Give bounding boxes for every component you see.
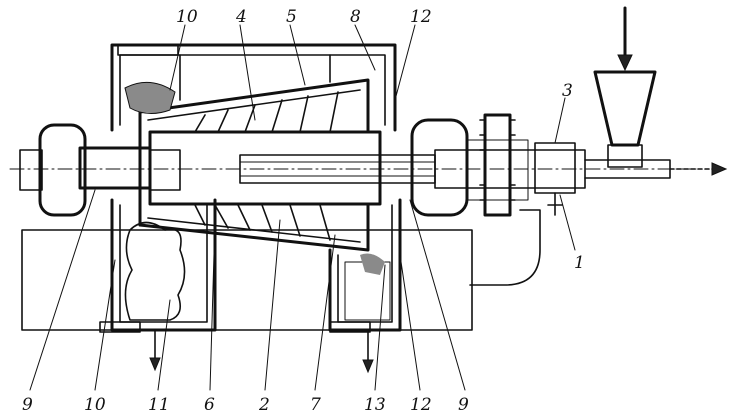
left-pulley: [19, 123, 87, 217]
label-4: 4: [235, 7, 247, 27]
label-12-bottom: 12: [410, 395, 432, 415]
part-labels: 10 4 5 8 12 3 9 10 11 6 2 7 13 12 9 1: [22, 7, 585, 415]
label-1: 1: [574, 253, 585, 273]
leader-lines: [29, 24, 576, 391]
label-12-top: 12: [410, 7, 432, 27]
label-2: 2: [258, 395, 270, 415]
label-13: 13: [364, 395, 386, 415]
label-10-top: 10: [176, 7, 198, 27]
label-7: 7: [310, 395, 321, 415]
label-5: 5: [286, 7, 297, 27]
label-11: 11: [148, 395, 170, 415]
label-10-bottom: 10: [84, 395, 106, 415]
label-8: 8: [350, 7, 361, 27]
base-frame: [21, 229, 473, 331]
liquid-discharge: [344, 253, 391, 374]
label-9-right: 9: [458, 395, 469, 415]
label-3: 3: [562, 81, 573, 101]
label-9-left: 9: [22, 395, 33, 415]
solids-discharge: [124, 81, 186, 372]
right-pulley: [410, 118, 469, 217]
main-shaft: [9, 146, 701, 190]
feed-hopper: [584, 6, 671, 179]
label-6: 6: [204, 395, 215, 415]
conical-rotor: [138, 78, 370, 252]
gear: [467, 113, 529, 217]
housing: [99, 43, 402, 333]
outlet-arrow-right: [669, 162, 728, 176]
screw-conveyor: [148, 91, 382, 241]
